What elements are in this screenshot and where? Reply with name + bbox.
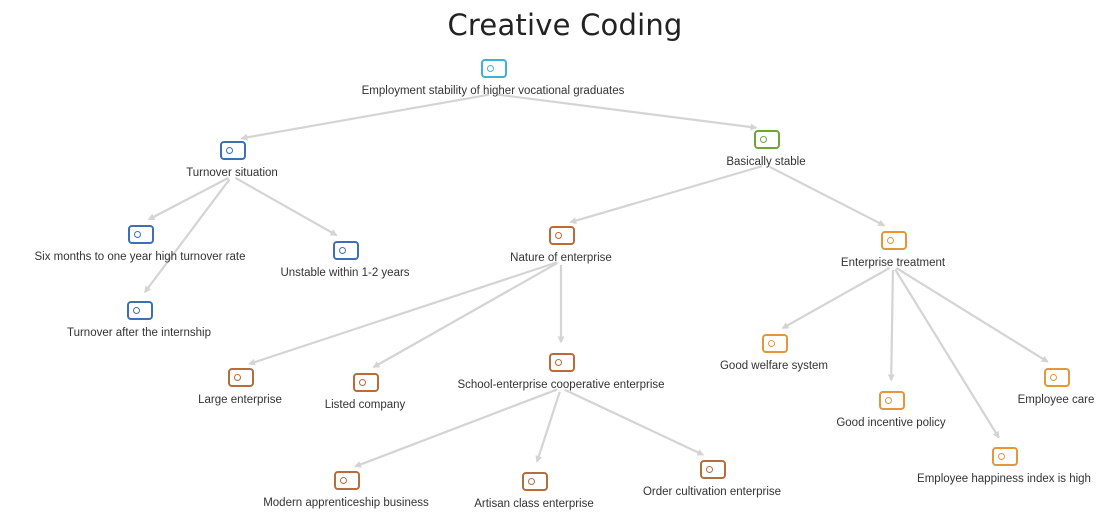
node-incentive[interactable]: Good incentive policy: [836, 391, 946, 429]
node-label: Good incentive policy: [836, 417, 946, 429]
node-nature[interactable]: Nature of enterprise: [510, 226, 612, 264]
tag-icon: [879, 391, 905, 410]
node-label: Artisan class enterprise: [474, 498, 594, 510]
node-label: Employee care: [1017, 394, 1095, 406]
edge-turnover-to-six-months: [147, 176, 229, 221]
node-label: Listed company: [324, 399, 406, 411]
edge-turnover-to-unstable: [234, 177, 338, 237]
tag-icon: [700, 460, 726, 479]
node-label: Modern apprenticeship business: [263, 497, 429, 509]
node-modern-apprenticeship[interactable]: Modern apprenticeship business: [263, 471, 429, 509]
edge-treatment-to-welfare: [781, 267, 891, 330]
node-after-internship[interactable]: Turnover after the internship: [67, 301, 211, 339]
node-care[interactable]: Employee care: [1018, 368, 1094, 406]
node-label: Unstable within 1-2 years: [280, 267, 410, 279]
node-label: Order cultivation enterprise: [642, 486, 782, 498]
node-artisan[interactable]: Artisan class enterprise: [474, 472, 594, 510]
node-label: Employment stability of higher vocationa…: [361, 85, 625, 97]
edge-school-enterprise-to-artisan: [535, 391, 561, 463]
node-welfare[interactable]: Good welfare system: [720, 334, 828, 372]
node-label: Good welfare system: [719, 360, 828, 372]
tag-icon: [334, 471, 360, 490]
edge-treatment-to-incentive: [887, 269, 895, 382]
node-treatment[interactable]: Enterprise treatment: [841, 231, 945, 269]
edge-basically-stable-to-nature: [569, 165, 763, 224]
edge-school-enterprise-to-order-cultivation: [564, 388, 705, 456]
edge-root-to-turnover: [240, 93, 490, 141]
node-school-enterprise[interactable]: School-enterprise cooperative enterprise: [457, 353, 665, 391]
node-order-cultivation[interactable]: Order cultivation enterprise: [643, 460, 781, 498]
node-turnover[interactable]: Turnover situation: [186, 141, 278, 179]
edge-root-to-basically-stable: [496, 93, 758, 131]
tag-icon: [1044, 368, 1070, 387]
tag-icon: [481, 59, 507, 78]
diagram-title: Creative Coding: [447, 8, 683, 42]
tag-icon: [762, 334, 788, 353]
node-label: School-enterprise cooperative enterprise: [457, 379, 665, 391]
tag-icon: [127, 301, 153, 320]
edge-turnover-to-after-internship: [144, 178, 231, 294]
node-six-months[interactable]: Six months to one year high turnover rat…: [35, 225, 245, 263]
node-label: Turnover after the internship: [66, 327, 212, 339]
node-unstable[interactable]: Unstable within 1-2 years: [280, 241, 410, 279]
edge-treatment-to-care: [895, 267, 1049, 363]
node-label: Basically stable: [726, 156, 806, 168]
tag-icon: [754, 130, 780, 149]
node-root[interactable]: Employment stability of higher vocationa…: [362, 59, 624, 97]
node-listed[interactable]: Listed company: [325, 373, 405, 411]
tag-icon: [549, 226, 575, 245]
edge-treatment-to-happiness: [894, 268, 1000, 439]
node-label: Six months to one year high turnover rat…: [34, 251, 246, 263]
node-happiness[interactable]: Employee happiness index is high: [917, 447, 1091, 485]
node-large[interactable]: Large enterprise: [198, 368, 282, 406]
node-label: Large enterprise: [198, 394, 282, 406]
node-label: Turnover situation: [186, 167, 278, 179]
node-label: Enterprise treatment: [840, 257, 946, 269]
tag-icon: [992, 447, 1018, 466]
tag-icon: [881, 231, 907, 250]
node-basically-stable[interactable]: Basically stable: [726, 130, 806, 168]
tag-icon: [522, 472, 548, 491]
tag-icon: [220, 141, 246, 160]
edge-nature-to-listed: [372, 262, 559, 369]
tag-icon: [228, 368, 254, 387]
tag-icon: [353, 373, 379, 392]
tag-icon: [128, 225, 154, 244]
edge-school-enterprise-to-modern-apprenticeship: [354, 388, 558, 468]
node-label: Nature of enterprise: [510, 252, 612, 264]
node-label: Employee happiness index is high: [917, 473, 1091, 485]
edge-basically-stable-to-treatment: [769, 165, 886, 227]
edge-nature-to-large: [248, 261, 558, 366]
tag-icon: [549, 353, 575, 372]
tag-icon: [333, 241, 359, 260]
